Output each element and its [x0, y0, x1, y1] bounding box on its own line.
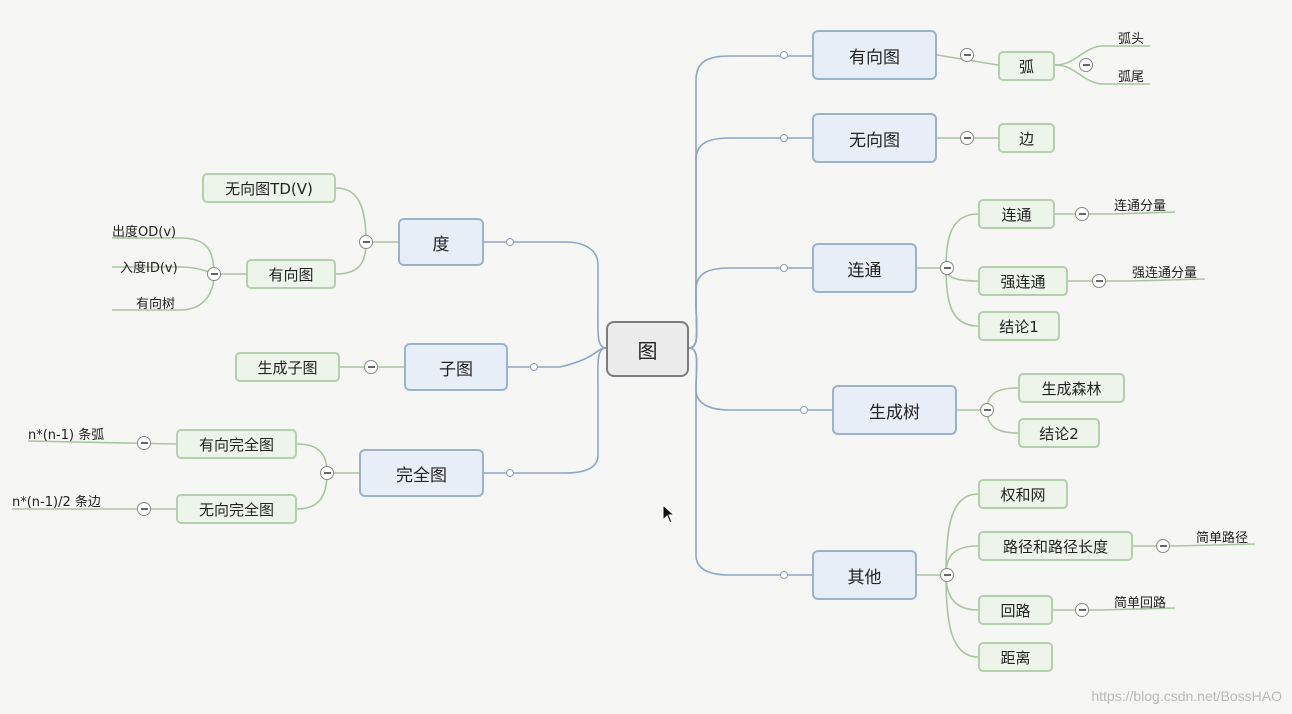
collapse-spanning-toggle[interactable] [980, 403, 994, 417]
connector-dot [780, 571, 788, 579]
node-spanning-subgraph[interactable]: 生成子图 [235, 352, 340, 382]
node-connected-sub[interactable]: 连通 [978, 199, 1055, 229]
watermark: https://blog.csdn.net/BossHAO [1091, 688, 1282, 704]
collapse-complete-toggle[interactable] [320, 466, 334, 480]
leaf-out-degree: 出度OD(v) [112, 225, 177, 240]
collapse-connected-sub-toggle[interactable] [1075, 207, 1089, 221]
leaf-simple-cycle: 简单回路 [1114, 596, 1167, 611]
node-degree[interactable]: 度 [398, 218, 484, 266]
leaf-arc-count: n*(n-1) 条弧 [28, 428, 105, 443]
node-connected[interactable]: 连通 [812, 243, 917, 293]
node-edge[interactable]: 边 [998, 123, 1055, 153]
node-other[interactable]: 其他 [812, 550, 917, 600]
node-undirected-td[interactable]: 无向图TD(V) [202, 173, 336, 203]
node-undirected-complete[interactable]: 无向完全图 [176, 494, 297, 524]
node-spanning-forest[interactable]: 生成森林 [1018, 373, 1125, 403]
collapse-other-toggle[interactable] [940, 568, 954, 582]
node-directed-graph[interactable]: 有向图 [812, 30, 937, 80]
collapse-strong-toggle[interactable] [1092, 274, 1106, 288]
node-arc[interactable]: 弧 [998, 51, 1055, 81]
leaf-edge-count: n*(n-1)/2 条边 [12, 495, 101, 510]
node-directed-complete[interactable]: 有向完全图 [176, 429, 297, 459]
connector-dot [780, 51, 788, 59]
connector-dot [780, 264, 788, 272]
connector-dot [506, 469, 514, 477]
node-directed-degree[interactable]: 有向图 [246, 259, 336, 289]
collapse-degree-toggle[interactable] [359, 235, 373, 249]
node-strongly-connected[interactable]: 强连通 [978, 266, 1068, 296]
collapse-path-toggle[interactable] [1156, 539, 1170, 553]
leaf-arc-tail: 弧尾 [1118, 70, 1145, 85]
node-complete-graph[interactable]: 完全图 [359, 449, 484, 497]
collapse-arc-toggle[interactable] [1079, 58, 1093, 72]
node-path-length[interactable]: 路径和路径长度 [978, 531, 1133, 561]
node-distance[interactable]: 距离 [978, 642, 1053, 672]
collapse-directed-degree-toggle[interactable] [207, 267, 221, 281]
node-subgraph[interactable]: 子图 [404, 343, 508, 391]
leaf-directed-tree: 有向树 [136, 297, 176, 312]
leaf-in-degree: 入度ID(v) [120, 261, 178, 276]
collapse-cycle-toggle[interactable] [1075, 603, 1089, 617]
node-cycle[interactable]: 回路 [978, 595, 1053, 625]
node-conclusion-1[interactable]: 结论1 [978, 311, 1060, 341]
collapse-connected-toggle[interactable] [940, 261, 954, 275]
connector-dot [506, 238, 514, 246]
collapse-directed-complete-toggle[interactable] [137, 436, 151, 450]
connector-dot [780, 134, 788, 142]
node-spanning-tree[interactable]: 生成树 [832, 385, 957, 435]
collapse-undirected-toggle[interactable] [960, 131, 974, 145]
leaf-arc-head: 弧头 [1118, 32, 1145, 47]
node-weighted-network[interactable]: 权和网 [978, 479, 1068, 509]
leaf-connected-component: 连通分量 [1114, 199, 1167, 214]
leaf-strong-component: 强连通分量 [1132, 266, 1198, 281]
connector-dot [530, 363, 538, 371]
node-undirected-graph[interactable]: 无向图 [812, 113, 937, 163]
mouse-cursor-icon [662, 504, 676, 524]
collapse-subgraph-toggle[interactable] [364, 360, 378, 374]
leaf-simple-path: 简单路径 [1196, 531, 1249, 546]
collapse-directed-toggle[interactable] [960, 48, 974, 62]
connector-dot [800, 406, 808, 414]
collapse-undirected-complete-toggle[interactable] [137, 502, 151, 516]
root-node[interactable]: 图 [606, 321, 689, 377]
node-conclusion-2[interactable]: 结论2 [1018, 418, 1100, 448]
